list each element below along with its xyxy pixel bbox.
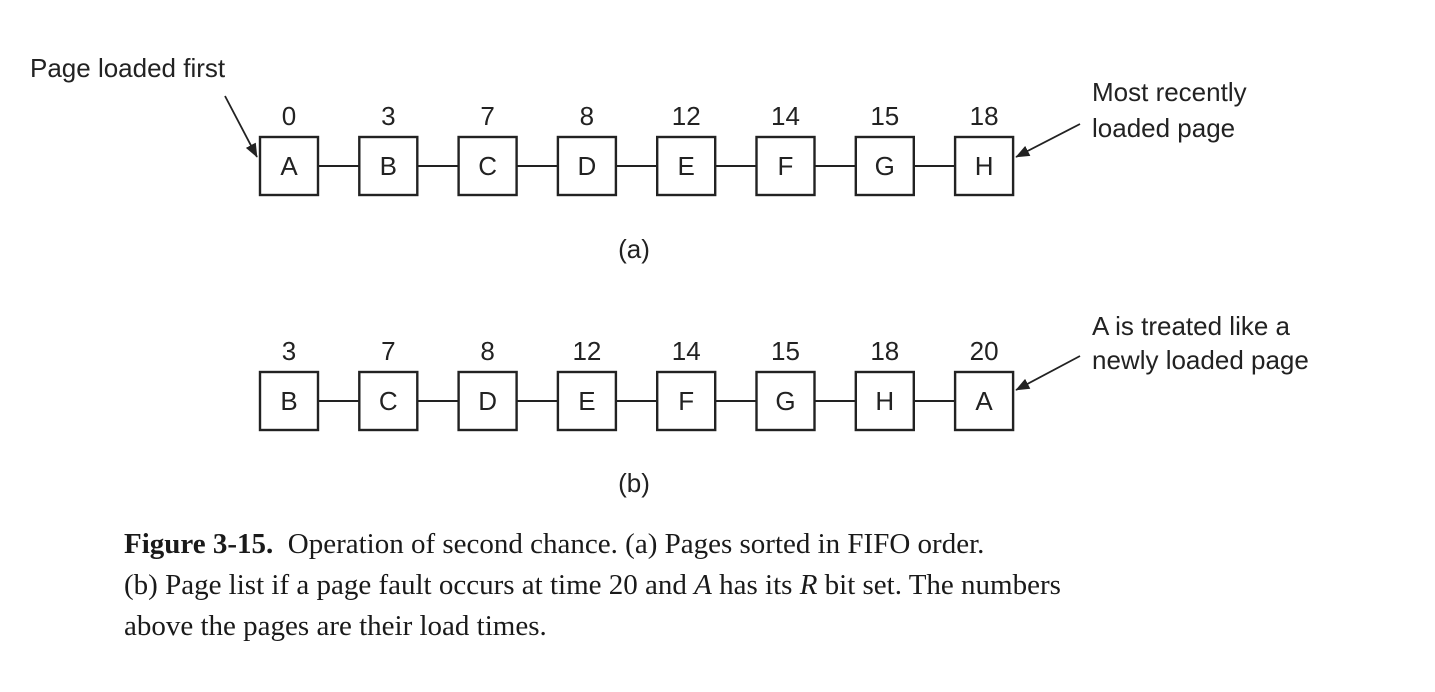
- subfigure-label-b: (b): [618, 468, 650, 498]
- load-time-b-5: 15: [771, 336, 800, 366]
- subfigure-label-a: (a): [618, 234, 650, 264]
- caption-line-3: above the pages are their load times.: [124, 610, 547, 642]
- caption-line-2: (b) Page list if a page fault occurs at …: [124, 565, 1364, 606]
- page-letter-a-1: B: [380, 151, 397, 181]
- page-box-a-5: [755, 135, 816, 197]
- page-letter-b-0: B: [280, 386, 297, 416]
- treated-new-arrow: [1015, 355, 1081, 391]
- treated-new-label-line2: newly loaded page: [1092, 345, 1309, 375]
- page-letter-b-4: F: [678, 386, 694, 416]
- page-loaded-first-label: Page loaded first: [30, 53, 226, 83]
- page-letter-b-3: E: [578, 386, 595, 416]
- load-time-b-6: 18: [870, 336, 899, 366]
- load-time-a-7: 18: [970, 101, 999, 131]
- caption-text-2b: has its: [711, 569, 800, 601]
- page-letter-a-4: E: [678, 151, 695, 181]
- page-box-b-2: [457, 370, 518, 432]
- load-time-a-4: 12: [672, 101, 701, 131]
- page-box-b-3: [556, 370, 618, 432]
- page-letter-a-0: A: [280, 151, 298, 181]
- page-box-a-7: [953, 135, 1015, 197]
- load-time-b-3: 12: [572, 336, 601, 366]
- caption-text-2a: (b) Page list if a page fault occurs at …: [124, 569, 695, 601]
- most-recently-label-line2: loaded page: [1092, 113, 1235, 143]
- page-box-a-2: [457, 135, 518, 197]
- page-letter-a-5: F: [778, 151, 794, 181]
- load-time-a-2: 7: [480, 101, 494, 131]
- load-time-a-1: 3: [381, 101, 395, 131]
- page-letter-a-2: C: [478, 151, 497, 181]
- page-box-a-0: [258, 135, 320, 197]
- page-letter-b-5: G: [775, 386, 795, 416]
- page-box-b-1: [358, 370, 419, 432]
- page-box-b-6: [854, 370, 915, 432]
- treated-new-label-line1: A is treated like a: [1092, 311, 1291, 341]
- page-box-a-4: [656, 135, 717, 197]
- load-time-a-0: 0: [282, 101, 296, 131]
- page-box-b-4: [656, 370, 717, 432]
- most-recently-label-line1: Most recently: [1092, 77, 1247, 107]
- load-time-a-3: 8: [580, 101, 594, 131]
- page-letter-a-3: D: [578, 151, 597, 181]
- caption-var-r: R: [799, 569, 818, 601]
- load-time-a-6: 15: [870, 101, 899, 131]
- page-box-a-6: [854, 135, 915, 197]
- load-time-b-7: 20: [970, 336, 999, 366]
- figure-label: Figure 3-15.: [124, 528, 274, 560]
- caption-text-2c: bit set. The numbers: [817, 569, 1061, 601]
- caption-line-1: Figure 3-15. Operation of second chance.…: [124, 524, 1364, 565]
- fifo-list-a: A 0B 3C 7D 8E 12F 14G 15H 18 (a): [258, 101, 1015, 264]
- page-letter-b-6: H: [875, 386, 894, 416]
- load-time-b-1: 7: [381, 336, 395, 366]
- caption-text-1: Operation of second chance. (a) Pages so…: [287, 528, 985, 560]
- load-time-b-0: 3: [282, 336, 296, 366]
- figure-caption: Figure 3-15. Operation of second chance.…: [124, 524, 1364, 647]
- page-box-a-1: [358, 135, 419, 197]
- most-recently-arrow: [1015, 123, 1081, 158]
- caption-var-a: A: [694, 569, 712, 601]
- page-box-a-3: [556, 135, 618, 197]
- page-box-b-7: [953, 370, 1015, 432]
- load-time-a-5: 14: [771, 101, 800, 131]
- load-time-b-2: 8: [480, 336, 494, 366]
- fifo-list-b: B 3C 7D 8E 12F 14G 15H 18A 20 (b): [258, 336, 1015, 498]
- page-letter-b-7: A: [975, 386, 993, 416]
- page-box-b-0: [258, 370, 320, 432]
- page-letter-b-2: D: [478, 386, 497, 416]
- page-letter-a-6: G: [875, 151, 895, 181]
- page-loaded-first-arrow: [224, 95, 258, 158]
- page-letter-b-1: C: [379, 386, 398, 416]
- page-letter-a-7: H: [975, 151, 994, 181]
- load-time-b-4: 14: [672, 336, 701, 366]
- page-box-b-5: [755, 370, 816, 432]
